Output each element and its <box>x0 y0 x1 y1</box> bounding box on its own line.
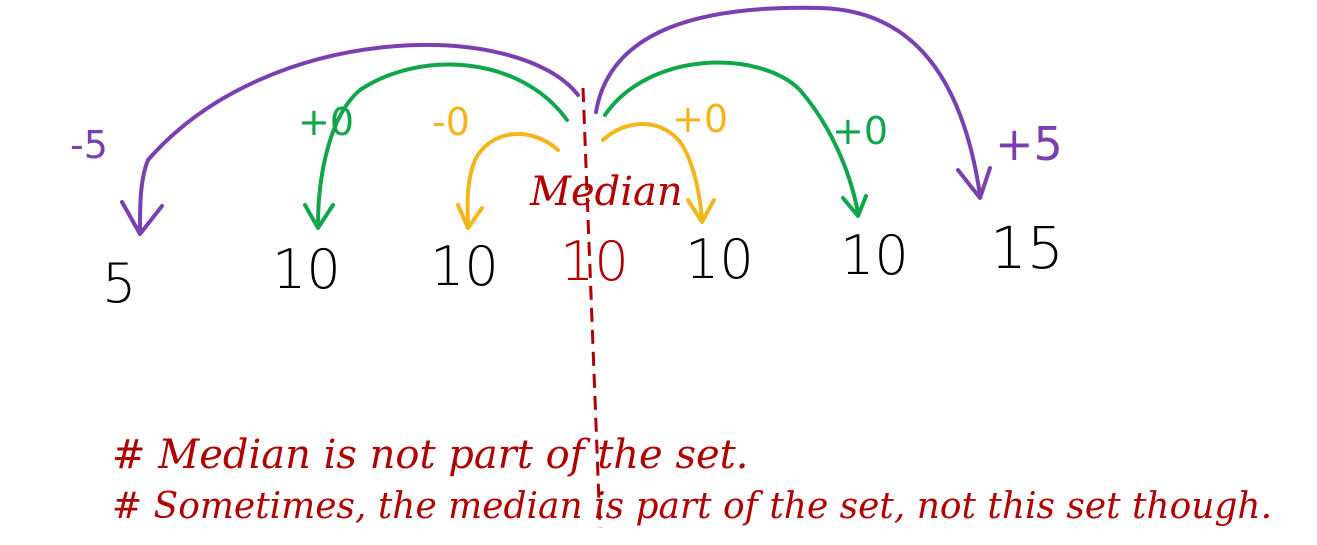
median-label: Median <box>529 169 683 215</box>
outer-right-deviation: +5 <box>995 117 1063 171</box>
outer-right-arc <box>594 5 982 197</box>
number-4-median: 10 <box>560 230 629 293</box>
inner-right-deviation: +0 <box>672 97 728 141</box>
mid-right-arrowhead <box>841 194 868 218</box>
number-6: 10 <box>840 224 909 287</box>
number-3: 10 <box>430 235 499 298</box>
number-1: 5 <box>102 252 136 315</box>
outer-left-arc <box>138 43 580 232</box>
note-2: # Sometimes, the median is part of the s… <box>112 486 1272 527</box>
number-2: 10 <box>272 238 341 301</box>
median-divider-line <box>581 87 602 529</box>
inner-left-arrowhead <box>456 203 484 230</box>
mid-left-arrowhead <box>303 203 335 230</box>
mid-right-deviation: +0 <box>832 109 888 153</box>
mid-right-arc <box>603 60 860 215</box>
outer-left-deviation: -5 <box>70 123 108 167</box>
mid-left-deviation: +0 <box>298 100 354 144</box>
number-5: 10 <box>685 228 754 291</box>
inner-left-arc <box>465 132 560 227</box>
inner-left-deviation: -0 <box>432 100 470 144</box>
outer-left-arrowhead <box>120 200 164 236</box>
mid-left-arc <box>316 62 569 227</box>
inner-right-arc <box>601 122 704 222</box>
inner-right-arrowhead <box>686 198 716 224</box>
number-7: 15 <box>990 214 1064 282</box>
note-1: # Median is not part of the set. <box>112 432 748 478</box>
outer-right-arrowhead <box>956 166 992 200</box>
